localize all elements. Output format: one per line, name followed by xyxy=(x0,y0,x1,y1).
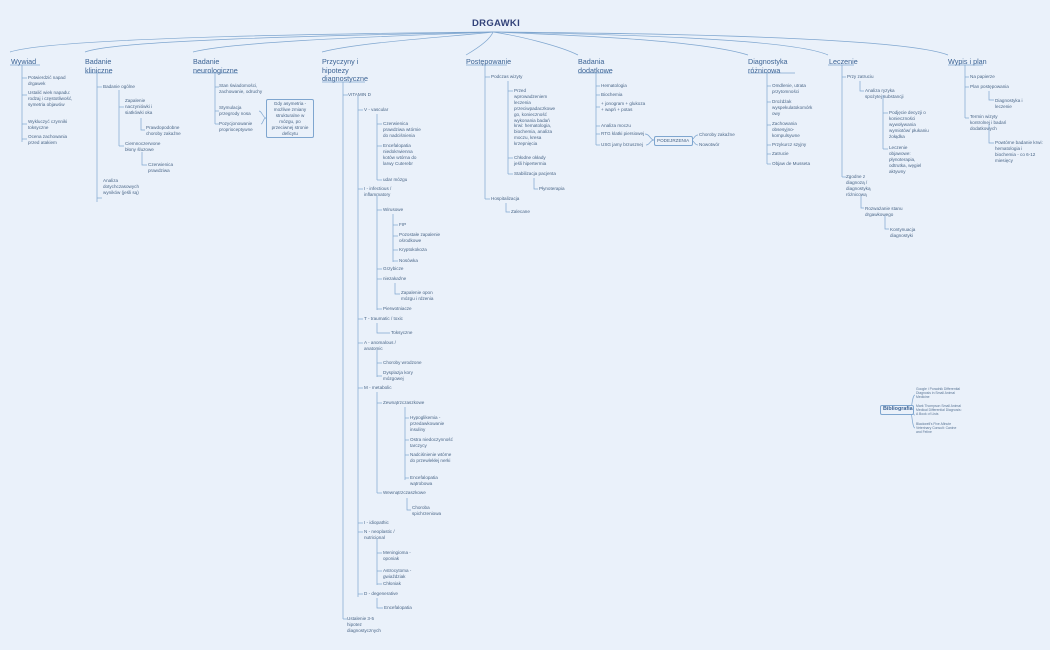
wirus-item: FIP xyxy=(399,222,407,227)
leczenie-objawowe: Leczenie objawowe: płynoterapia, odtrutk… xyxy=(889,145,922,174)
przy-zatruciu: Przy zatruciu xyxy=(847,74,874,79)
klin-analiza: Analiza dotychczasowych wyników (jeśli s… xyxy=(103,178,140,195)
bibliografia-ref: Blackwell's Five-Minute Veterinary Consu… xyxy=(916,422,957,435)
cause-t: T - traumatic / toxic xyxy=(364,316,403,321)
zgodne-z-diagnoza: Zgodne z diagnozą / diagnostyką różnicow… xyxy=(846,174,871,197)
wywiad-item: Potwierdzić napad drgawek xyxy=(28,75,66,86)
klin-naczyniowki: Zapalenie naczyniówki i siatkówki oka xyxy=(125,98,153,115)
cause-a: A - anomalous / anatomic xyxy=(364,340,396,351)
branch-diagnostyka-roznicowa: Diagnostyka różnicowa xyxy=(748,57,788,75)
cause-i-infectious: I - infectious / inflammatory xyxy=(364,186,392,197)
wirus-item: Kryptokokoza xyxy=(399,247,427,252)
cause-i-idiopathic: I - idiopathic xyxy=(364,520,389,525)
wirusowe: Wirusowe xyxy=(383,207,404,212)
podejrzenie-item: Nowotwór xyxy=(699,142,720,147)
kontynuacja-diagnostyki: Kontynuacja diagnostyki xyxy=(890,227,916,238)
v-item: Encefalopatia niedokrwienna kotów wtórna… xyxy=(383,143,417,166)
badanie-item: Hematologia xyxy=(601,83,627,88)
diagnostyka-item: Omdlenie, utrata przytomności xyxy=(772,83,806,94)
diagnostyka-item: Przykurcz szyjny xyxy=(772,142,807,147)
neuro-asymmetry-box: Gdy asymetria - możliwe zmiany struktura… xyxy=(266,99,314,139)
badanie-item: + jonogram + glukoza + wapń + potas xyxy=(601,101,646,112)
zalecane: Zalecane xyxy=(511,209,530,214)
badanie-item: USG jamy brzusznej xyxy=(601,142,643,147)
wewnatrzczaszkowe: Wewnątrzczaszkowe xyxy=(383,490,426,495)
branch-leczenie: Leczenie xyxy=(829,57,858,66)
podejrzenia-box: PODEJRZENIA xyxy=(654,136,693,146)
branch-przyczyny: Przyczyny i hipotezy diagnostyczne xyxy=(322,57,368,84)
zew-item: Nadciśnienie wtórne do przewlekłej nerki xyxy=(410,452,452,463)
vitamin-d: VITAMIN D xyxy=(348,92,371,97)
bibliografia-ref: Mark Thompson Small Animal Medical Diffe… xyxy=(916,404,962,417)
diagnostyka-item: Drożdżak wyspekulatokomórk owy xyxy=(772,99,813,116)
diagnostyka-item: Objaw de Musseta xyxy=(772,161,811,166)
branch-postepowanie: Postępowanie xyxy=(466,57,512,66)
podczas-wizyty: Podczas wizyty xyxy=(491,74,523,79)
neuro-item: Stymulacja przegrody nosa xyxy=(219,105,251,116)
hospitalizacja: Hospitalizacja xyxy=(491,196,520,201)
zew-item: Encefalopatia wątrobowa xyxy=(410,475,438,486)
klin-ciemnoczerwone: Ciemnoczerwone błony śluzowe xyxy=(125,141,161,152)
przed-leczeniem: Przed wprowadzeniem leczenia przeciwpada… xyxy=(514,88,556,147)
wypis-plan: Plan postępowania xyxy=(970,84,1009,89)
wypis-papier: Na papierze xyxy=(970,74,995,79)
cause-v: V - vascular xyxy=(364,107,389,112)
wirus-item: Pozostałe zapalenie ośrodkowe xyxy=(399,232,441,243)
analiza-ryzyka: Analiza ryzyka spożytej substancji xyxy=(865,88,904,99)
cause-d: D - degenerative xyxy=(364,591,398,596)
branch-wywiad: Wywiad xyxy=(11,57,37,66)
wywiad-item: Ustalić wiek napadu: rodzaj i częstotliw… xyxy=(28,90,73,107)
v-item: Czerwienica prawdziwa wtórnie do nadciśn… xyxy=(383,121,421,138)
wirus-item: Nosówka xyxy=(399,258,418,263)
zew-item: Ostra niedoczynność tarczycy xyxy=(410,437,453,448)
branch-badanie-kliniczne: Badanie kliniczne xyxy=(85,57,113,75)
n-item: Astrocytoma - gwiaździak xyxy=(383,568,412,579)
branch-badania-dodatkowe: Badania dodatkowe xyxy=(578,57,613,75)
diagnostyka-item: Zatrucie xyxy=(772,151,789,156)
branch-badanie-neurologiczne: Badanie neurologiczne xyxy=(193,57,238,75)
wywiad-item: Wykluczyć czynniki toksyczne xyxy=(28,119,68,130)
n-item: Chłoniak xyxy=(383,581,401,586)
wypis-termin: Termin wizyty kontrolnej i badań dodatko… xyxy=(970,114,1007,131)
klin-prawdopodobne: Prawdopodobne choroby zakaźne xyxy=(146,125,181,136)
neuro-item: Pozycjonowanie proprioceptywne xyxy=(219,121,253,132)
plynoterapia: Płynoterapia xyxy=(539,186,565,191)
wypis-powtorne: Powtórne badanie krwi: hematologia i bio… xyxy=(995,140,1043,163)
a-item: Choroby wrodzone xyxy=(383,360,422,365)
wywiad-item: Ocena zachowania przed atakiem xyxy=(28,134,68,145)
ustalenie-hipotez: Ustalenie 3-5 hipotez diagnostycznych xyxy=(347,616,381,633)
klin-ogolne: Badanie ogólne xyxy=(103,84,135,89)
stabilizacja: Stabilizacja pacjenta xyxy=(514,171,556,176)
grzybicze: Grzybicze xyxy=(383,266,404,271)
wypis-diagnostyka: Diagnostyka i leczenie xyxy=(995,98,1023,109)
v-item: udar mózgu xyxy=(383,177,408,182)
mindmap-title: DRGAWKI xyxy=(472,18,521,29)
rozwazanie-stanu: Rozważanie stanu drgawkowego xyxy=(865,206,903,217)
cause-n: N - neoplastic / nutricional xyxy=(364,529,395,540)
bibliografia-label: Bibliografia xyxy=(880,405,914,415)
chlodne-oklady: Chłodne okłady jeśli hipertermia xyxy=(514,155,547,166)
diagnostyka-item: Zachowania obsesyjno-kompulsywne xyxy=(772,121,800,138)
choroba-spichrzeniowa: Choroba spichrzeniowa xyxy=(412,505,442,516)
zapalenie-opon: Zapalenie opon mózgu i rdzenia xyxy=(401,290,434,301)
badanie-item: RTG klatki piersiowej xyxy=(601,131,645,136)
neuro-item: Stan świadomości, zachowanie, odruchy xyxy=(219,83,263,94)
branch-wypis: Wypis i plan xyxy=(948,57,987,66)
zewnatrzczaszkowe: Zewnątrzczaszkowe xyxy=(383,400,425,405)
podjecie-decyzji: Podjęcie decyzji o konieczności wywoływa… xyxy=(889,110,929,139)
encefalopatia: Encefalopatia xyxy=(384,605,412,610)
klin-czerwienica: Czerwienica prawdziwa xyxy=(148,162,174,173)
badanie-item: Analiza moczu xyxy=(601,123,631,128)
badanie-item: Biochemia xyxy=(601,92,623,97)
bibliografia-ref: Google i Poradnik Differential Diagnosis… xyxy=(916,387,961,400)
niezakazne: niezakaźne xyxy=(383,276,407,281)
a-item: Dysplazja kory mózgowej xyxy=(383,370,413,381)
n-item: Meningioma - oponiak xyxy=(383,550,411,561)
cause-m: M - metabolic xyxy=(364,385,392,390)
podejrzenie-item: Choroby zakaźne xyxy=(699,132,735,137)
toksyczne: Toksyczne xyxy=(391,330,413,335)
zew-item: Hypoglikemia - przedawkowanie insuliny xyxy=(410,415,445,432)
pierwotniacze: Pierwotniacze xyxy=(383,306,412,311)
